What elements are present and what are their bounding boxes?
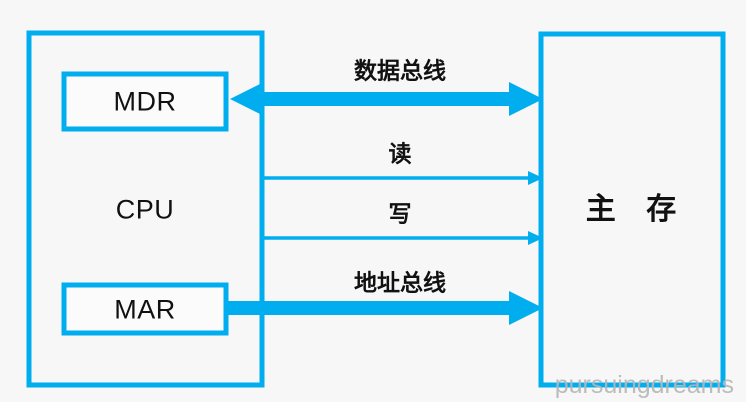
write-line-label: 写: [388, 200, 412, 228]
address-bus-arrow: [226, 291, 543, 325]
mar-label: MAR: [114, 294, 176, 325]
data-bus-label: 数据总线: [354, 57, 446, 85]
mdr-box: [61, 71, 229, 132]
main-memory-box: [538, 31, 726, 388]
write-line-arrow: [264, 231, 543, 245]
main-memory-label: 主 存: [585, 192, 687, 227]
read-line-arrow: [264, 171, 543, 185]
watermark: pursuingdreams: [554, 371, 734, 399]
data-bus-arrow: [230, 82, 543, 116]
mdr-label: MDR: [113, 86, 177, 117]
cpu-label: CPU: [115, 194, 175, 225]
address-bus-label: 地址总线: [354, 269, 446, 297]
read-line-label: 读: [388, 140, 412, 168]
mar-box: [61, 282, 229, 336]
cpu-box: [26, 30, 265, 388]
